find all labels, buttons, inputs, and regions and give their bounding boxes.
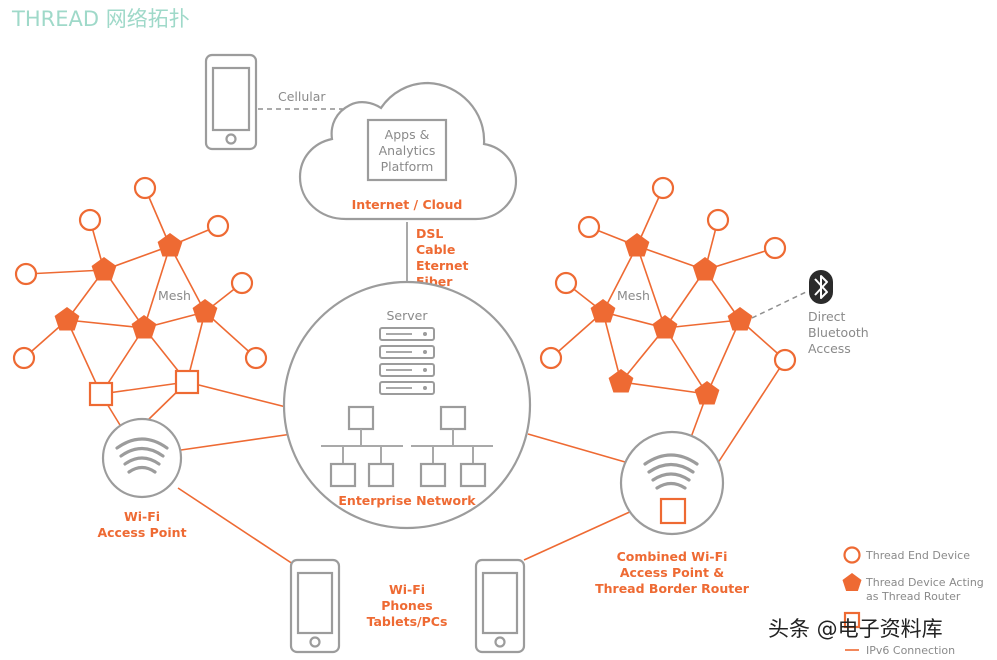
dsl-label: DSL bbox=[416, 226, 443, 241]
router-node bbox=[590, 299, 616, 323]
mesh-label-left: Mesh bbox=[158, 288, 191, 303]
watermark-text: 头条 @电子资料库 bbox=[768, 617, 943, 641]
router-node bbox=[624, 233, 650, 257]
enterprise-network-label: Enterprise Network bbox=[338, 493, 476, 508]
legend-end-device-swatch bbox=[843, 546, 861, 564]
leader-node bbox=[174, 369, 200, 395]
right-mesh-nodes bbox=[539, 176, 797, 405]
end-device-node bbox=[12, 346, 36, 370]
combined-label-line1: Combined Wi-Fi bbox=[617, 549, 728, 564]
bluetooth-label-line2: Bluetooth bbox=[808, 325, 869, 340]
border-router-square bbox=[659, 497, 687, 525]
end-device-node bbox=[554, 271, 578, 295]
bluetooth-label-line3: Access bbox=[808, 341, 851, 356]
eternet-label: Eternet bbox=[416, 258, 469, 273]
apps-analytics-box bbox=[366, 118, 448, 182]
apps-label-line1: Apps & bbox=[385, 127, 430, 142]
server-icon bbox=[379, 327, 435, 395]
router-node bbox=[608, 369, 634, 393]
cellular-label: Cellular bbox=[278, 89, 326, 104]
router-node bbox=[131, 315, 157, 339]
backbone-links bbox=[177, 222, 635, 567]
end-device-node bbox=[763, 236, 787, 260]
router-node bbox=[192, 299, 218, 323]
end-device-node bbox=[651, 176, 675, 200]
router-node bbox=[692, 257, 718, 281]
end-device-node bbox=[773, 348, 797, 372]
router-node bbox=[54, 307, 80, 331]
bluetooth-dashed-link bbox=[751, 291, 807, 319]
end-device-node bbox=[133, 176, 157, 200]
cable-label: Cable bbox=[416, 242, 455, 257]
legend: Thread End Device Thread Device Acting a… bbox=[842, 546, 984, 657]
legend-leader-swatch bbox=[843, 611, 861, 629]
combined-label-line3: Thread Border Router bbox=[595, 581, 750, 596]
end-device-node bbox=[244, 346, 268, 370]
internet-cloud-label: Internet / Cloud bbox=[352, 197, 463, 212]
mesh-label-right: Mesh bbox=[617, 288, 650, 303]
router-node bbox=[727, 307, 753, 331]
wifi-icon bbox=[643, 453, 699, 490]
left-mesh-nodes bbox=[12, 176, 268, 407]
legend-ipv6-label: IPv6 Connection bbox=[866, 644, 955, 657]
legend-router-swatch bbox=[842, 573, 862, 591]
bluetooth-icon bbox=[809, 270, 833, 304]
end-device-node bbox=[14, 262, 38, 286]
end-device-node bbox=[577, 215, 601, 239]
phones-label-line1: Wi-Fi bbox=[389, 582, 425, 597]
legend-end-device-label: Thread End Device bbox=[865, 549, 970, 562]
router-node bbox=[91, 257, 117, 281]
phones-label-line2: Phones bbox=[381, 598, 432, 613]
legend-router-label-line2: as Thread Router bbox=[866, 590, 961, 603]
apps-label-line2: Analytics bbox=[379, 143, 436, 158]
end-device-node bbox=[706, 208, 730, 232]
leader-node bbox=[88, 381, 114, 407]
router-node bbox=[652, 315, 678, 339]
legend-router-label-line1: Thread Device Acting bbox=[865, 576, 984, 589]
apps-label-line3: Platform bbox=[381, 159, 434, 174]
wifi-ap-label-line1: Wi-Fi bbox=[124, 509, 160, 524]
end-device-node bbox=[78, 208, 102, 232]
end-device-node bbox=[539, 346, 563, 370]
smartphone-icon bbox=[289, 558, 341, 654]
wifi-ap-label-line2: Access Point bbox=[97, 525, 186, 540]
wifi-icon bbox=[115, 437, 169, 474]
phones-label-line3: Tablets/PCs bbox=[367, 614, 448, 629]
combined-label-line2: Access Point & bbox=[620, 565, 724, 580]
smartphone-icon bbox=[474, 558, 526, 654]
end-device-node bbox=[206, 214, 230, 238]
bluetooth-label-line1: Direct bbox=[808, 309, 846, 324]
smartphone-icon bbox=[204, 53, 258, 151]
network-tree-icon bbox=[321, 405, 493, 488]
page-title: THREAD 网络拓扑 bbox=[11, 7, 190, 31]
router-node bbox=[157, 233, 183, 257]
server-label: Server bbox=[387, 308, 429, 323]
end-device-node bbox=[230, 271, 254, 295]
router-node bbox=[694, 381, 720, 405]
